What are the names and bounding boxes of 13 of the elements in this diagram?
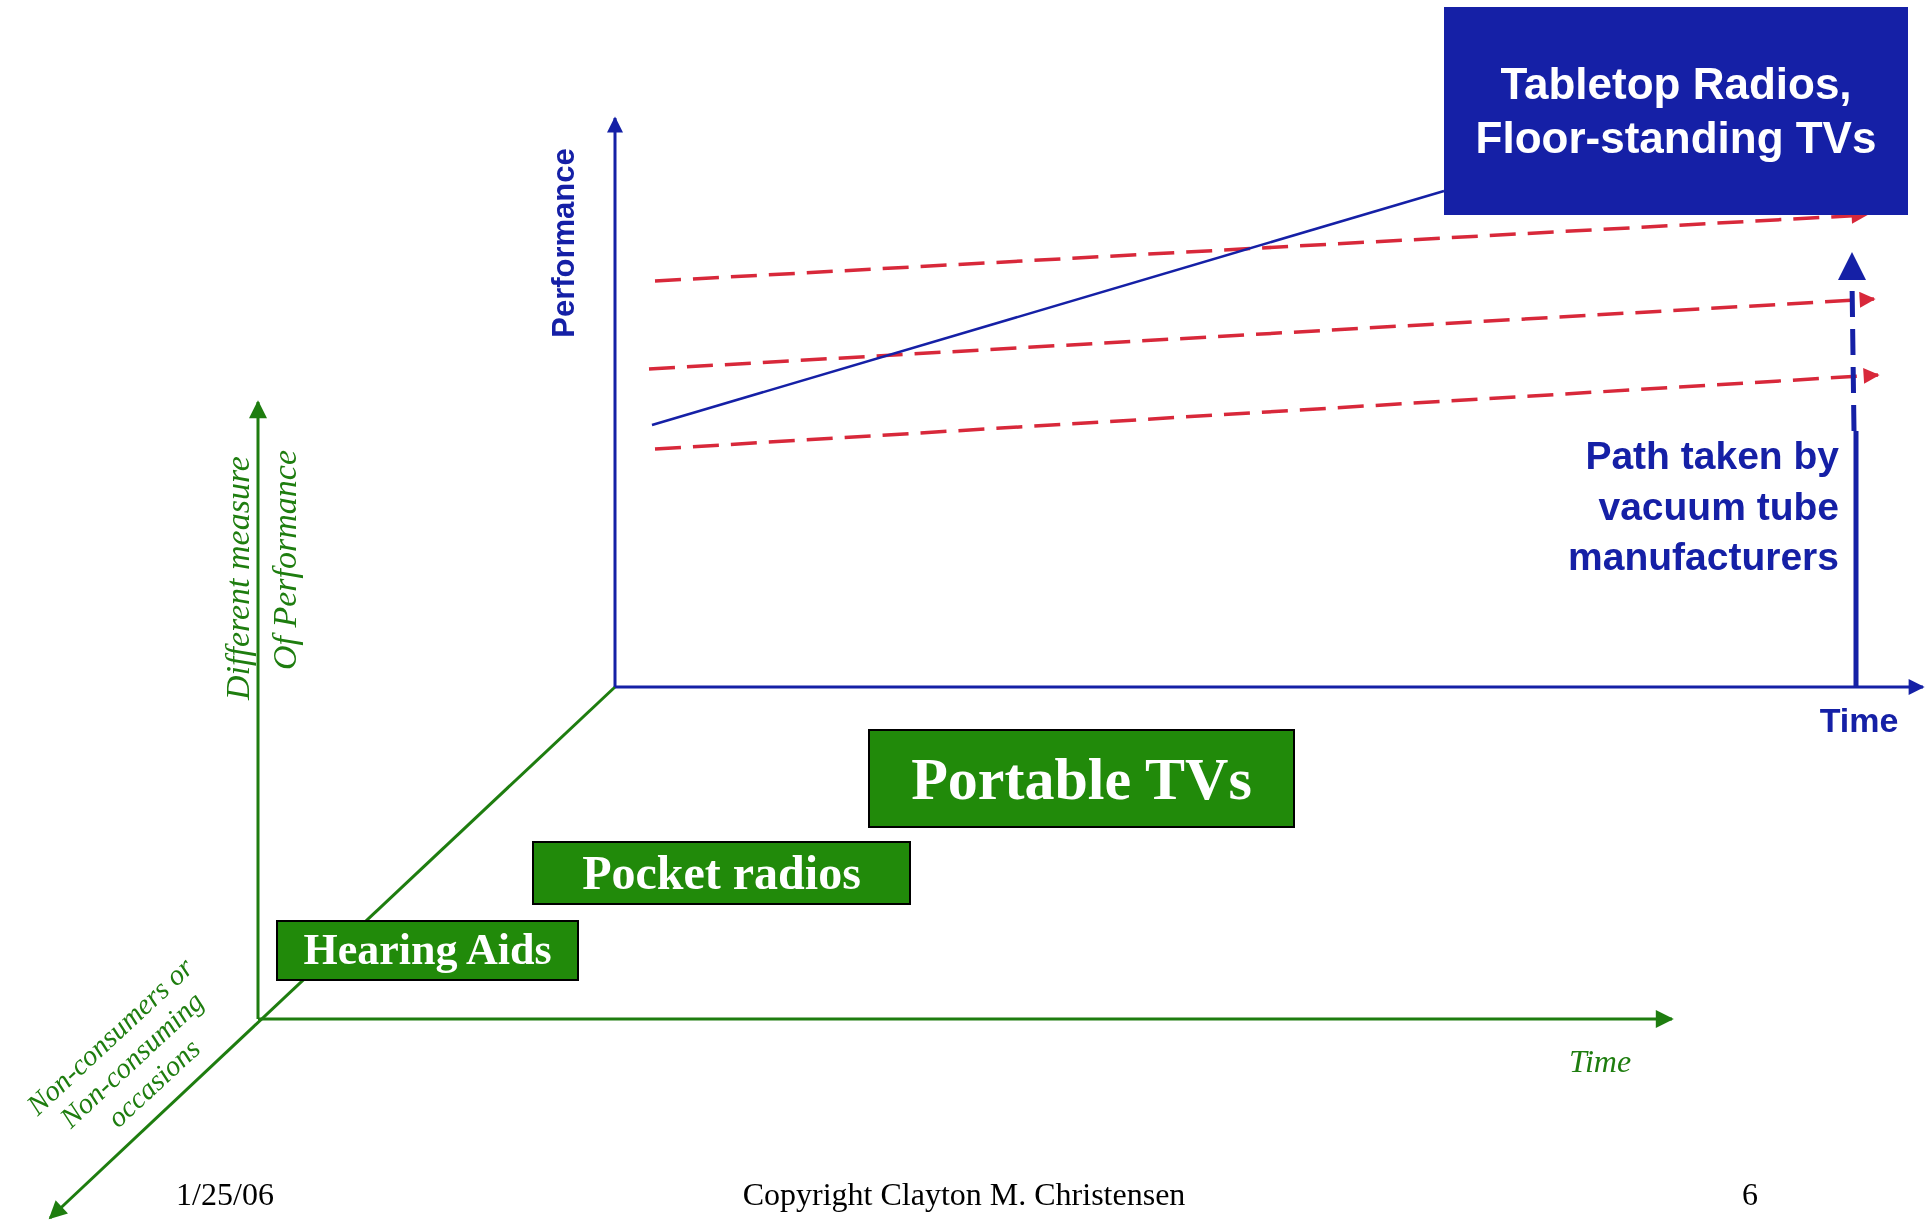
axis-label: Different measure	[219, 456, 257, 700]
label-box: Hearing Aids	[276, 920, 579, 981]
label-box: Pocket radios	[532, 841, 911, 905]
axis-label: Time	[1819, 700, 1899, 740]
axis-label: Performance	[546, 148, 582, 338]
label-box: Portable TVs	[868, 729, 1295, 828]
date-text: 1/25/06	[176, 1175, 274, 1213]
axis-label: Of Performance	[266, 450, 304, 670]
annotation-text: Path taken by vacuum tube manufacturers	[1567, 432, 1839, 581]
page-number: 6	[1742, 1175, 1758, 1213]
axis-label: Time	[1568, 1042, 1632, 1080]
title-box: Tabletop Radios, Floor-standing TVs	[1444, 7, 1908, 215]
copyright-text: Copyright Clayton M. Christensen	[742, 1175, 1186, 1213]
